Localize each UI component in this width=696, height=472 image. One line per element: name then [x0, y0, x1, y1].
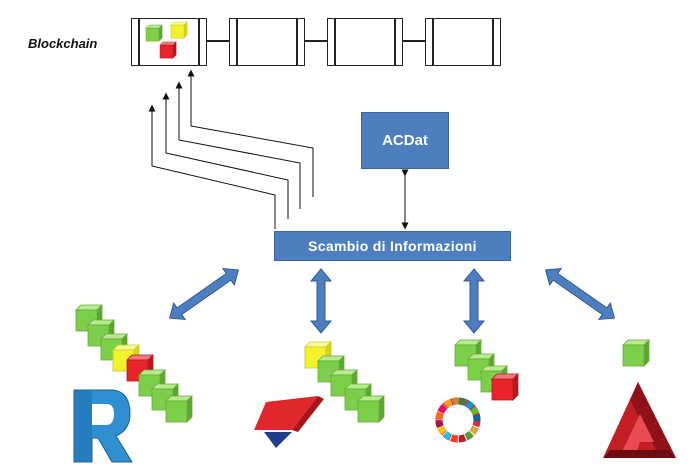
chain-link [305, 40, 327, 42]
double-arrow-4 [544, 268, 616, 320]
sdg-wheel-logo-icon [435, 397, 481, 443]
scambio-informazioni-node: Scambio di Informazioni [274, 231, 511, 261]
cube-stack-2 [304, 341, 385, 423]
cube-stack-4 [622, 339, 650, 367]
block-1-cubes [145, 21, 188, 59]
blockchain-block-3 [327, 18, 403, 66]
double-arrow-3 [462, 268, 486, 334]
cube-stack-3 [454, 339, 519, 401]
blockchain-block-4 [425, 18, 501, 66]
information-lines [148, 69, 314, 229]
blockchain-label: Blockchain [28, 36, 98, 51]
tekla-logo-icon [254, 396, 324, 448]
double-arrows [168, 268, 616, 334]
revit-logo-icon [73, 389, 133, 463]
chain-link [207, 40, 229, 42]
autocad-logo-icon [603, 382, 676, 458]
chain-link [403, 40, 425, 42]
acdat-node: ACDat [361, 112, 449, 169]
blockchain-block-2 [229, 18, 305, 66]
double-arrow-2 [309, 268, 333, 334]
double-arrow-1 [168, 268, 240, 320]
